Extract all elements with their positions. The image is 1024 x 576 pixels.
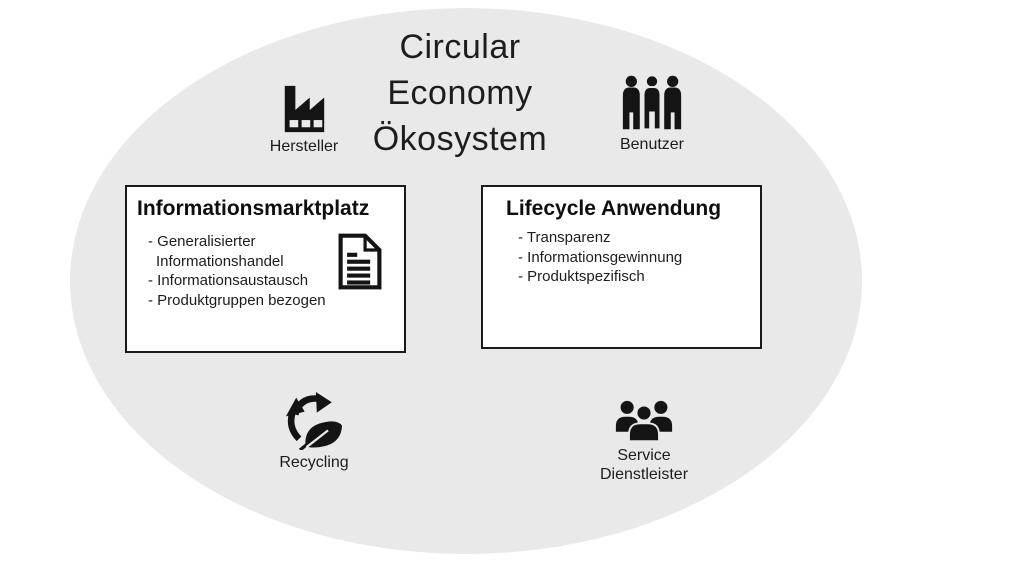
box-list-item: - Produktspezifisch — [518, 268, 645, 285]
people-group-icon — [615, 400, 673, 443]
stakeholder-label-service-line-2: Dienstleister — [599, 466, 689, 483]
stakeholder-label-hersteller: Hersteller — [269, 138, 339, 155]
factory-icon — [284, 85, 325, 133]
stakeholder-label-recycling: Recycling — [279, 454, 349, 471]
stakeholder-benutzer: Benutzer — [600, 74, 704, 154]
informationsmarktplatz-list: - Generalisierter Informationshandel - I… — [148, 232, 326, 310]
diagram-title-line-1: Circular — [399, 28, 521, 66]
box-list-item: Informationshandel — [156, 252, 284, 270]
lifecycle-anwendung-list: - Transparenz - Informationsgewinnung - … — [518, 228, 682, 287]
document-icon — [338, 233, 382, 290]
diagram-title-line-3: Ökosystem — [372, 120, 548, 158]
lifecycle-anwendung-box: Lifecycle Anwendung - Transparenz - Info… — [481, 185, 762, 349]
box-list-item: - Informationsaustausch — [148, 272, 309, 289]
stakeholder-label-benutzer: Benutzer — [619, 136, 685, 153]
diagram-title-line-2: Economy — [387, 74, 533, 112]
stakeholder-hersteller: Hersteller — [252, 84, 356, 156]
recycling-leaf-icon — [285, 392, 343, 450]
box-list-item: - Informationsgewinnung — [518, 248, 683, 266]
informationsmarktplatz-box: Informationsmarktplatz - Generalisierter… — [125, 185, 406, 353]
box-list-item: - Produktgruppen bezogen — [148, 291, 326, 309]
stakeholder-label-service-line-1: Service — [617, 447, 671, 464]
stakeholder-recycling: Recycling — [262, 392, 366, 472]
box-title-informationsmarktplatz: Informationsmarktplatz — [137, 197, 370, 220]
diagram-title: Circular Economy Ökosystem — [305, 24, 615, 162]
people-standing-icon — [622, 74, 682, 131]
box-title-lifecycle-anwendung: Lifecycle Anwendung — [506, 197, 722, 220]
stakeholder-service-dienstleister: Service Dienstleister — [592, 398, 696, 484]
stakeholder-label-service: Service Dienstleister — [592, 446, 696, 484]
box-list-item: - Generalisierter — [148, 233, 256, 250]
box-list-item: - Transparenz — [518, 229, 611, 246]
